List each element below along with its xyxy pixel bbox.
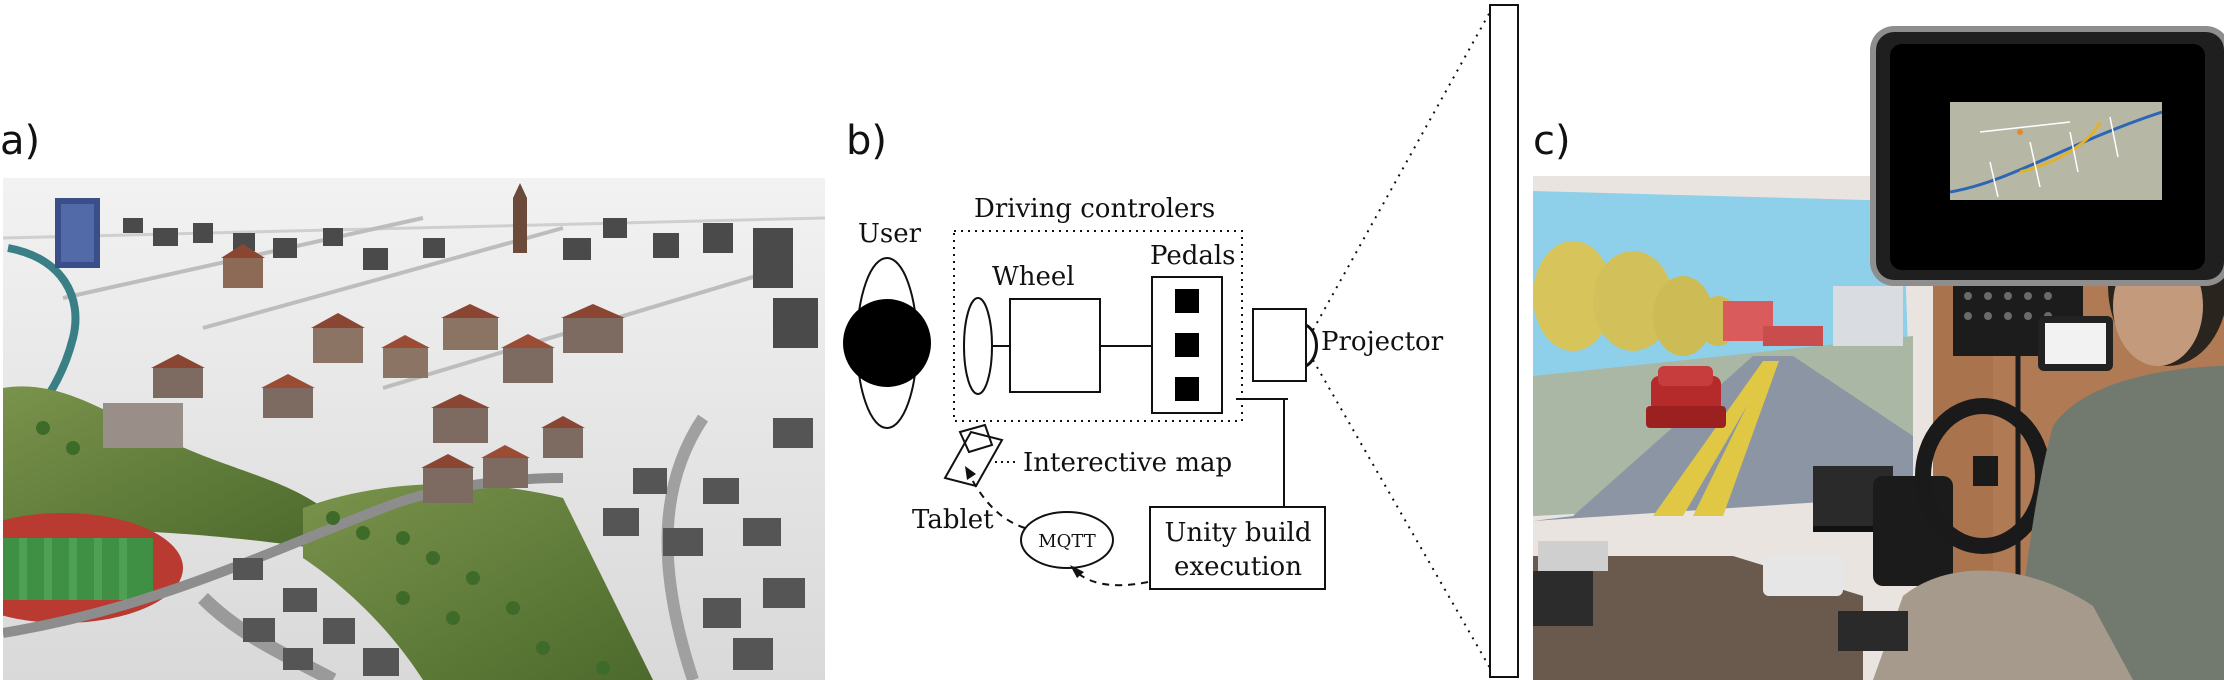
driving-controllers-label: Driving controlers: [974, 194, 1215, 224]
system-diagram: User Driving controlers Wheel Pedals Pro…: [843, 4, 1519, 678]
wheel-label: Wheel: [992, 262, 1075, 292]
panel-b-label: b): [846, 118, 887, 164]
panel-a-label: a): [0, 118, 41, 164]
city-render-image: [3, 178, 825, 680]
projection-beam-top: [1312, 11, 1491, 331]
pedal-1: [1175, 289, 1199, 313]
tablet-map-view: [1950, 102, 2162, 200]
panel-c-label: c): [1533, 118, 1571, 164]
pedals-label: Pedals: [1150, 241, 1236, 271]
tablet-label: Tablet: [912, 505, 994, 535]
pedal-2: [1175, 333, 1199, 357]
steering-wheel-shape: [963, 297, 993, 395]
unity-build-label-line2: execution: [1174, 552, 1302, 582]
tablet-screen: [943, 430, 1004, 488]
user-body: [843, 299, 931, 387]
unity-build-label-line1: Unity build: [1164, 518, 1311, 548]
projector-box: [1252, 308, 1307, 382]
pedals-box: [1151, 276, 1223, 414]
driving-setup-photo: [1533, 176, 2224, 680]
mqtt-label: MQTT: [1038, 531, 1096, 552]
tablet-inset: [1876, 32, 2224, 280]
wheel-box: [1009, 298, 1101, 393]
unity-to-mqtt-arrow: [1074, 569, 1149, 587]
mqtt-node: [1020, 511, 1114, 569]
projection-screen: [1489, 4, 1519, 678]
interactive-map-label: Interective map: [1023, 448, 1232, 478]
unity-build-box: [1149, 506, 1326, 590]
tablet-shape: [958, 423, 994, 454]
projector-lens: [1305, 323, 1318, 368]
projection-beam-bottom: [1312, 359, 1491, 669]
unity-to-mqtt-arrowhead: [1070, 565, 1084, 578]
mqtt-to-tablet-arrowhead: [965, 466, 976, 480]
tablet-inset-screen: [1890, 44, 2205, 270]
user-label: User: [858, 219, 922, 249]
projector-label: Projector: [1321, 327, 1444, 357]
red-car: [1646, 366, 1726, 428]
driving-controllers-group: [953, 230, 1243, 422]
pedal-3: [1175, 377, 1199, 401]
projector-unity-connector: [1283, 398, 1288, 507]
